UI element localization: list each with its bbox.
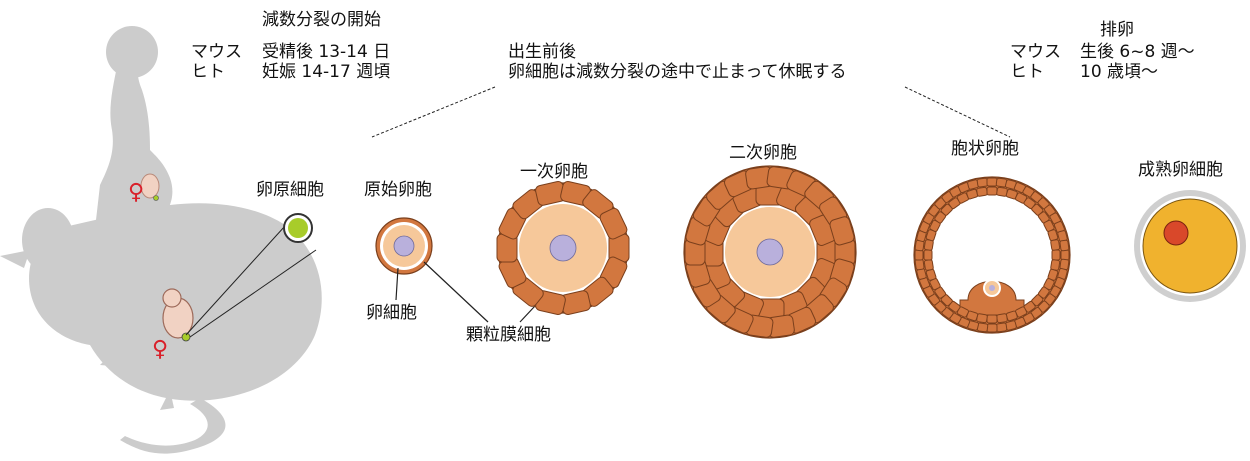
- birth-note-line2: 卵細胞は減数分裂の途中で止まって休眠する: [508, 62, 847, 82]
- ovulation-human-value: 10 歳頃〜: [1080, 62, 1159, 82]
- ovulation-mouse-label: マウス: [1010, 42, 1061, 62]
- stage-label-oogonium: 卵原細胞: [256, 180, 324, 200]
- antral-granulosa-cell: [996, 313, 1008, 324]
- ovulation-heading: 排卵: [1100, 20, 1134, 40]
- ovulation-human-label: ヒト: [1010, 62, 1044, 82]
- stage-label-primordial: 原始卵胞: [364, 180, 432, 200]
- stage-label-antral: 胞状卵胞: [951, 139, 1019, 159]
- embryo-in-woman: [140, 173, 160, 201]
- antral-granulosa-cell: [986, 177, 998, 187]
- antral-granulosa-cell: [914, 249, 924, 261]
- birth-note-line1: 出生前後: [508, 42, 576, 62]
- meiosis-human-value: 妊娠 14-17 週頃: [262, 62, 391, 82]
- antral-granulosa-cell: [986, 323, 998, 333]
- stage-label-mature: 成熟卵細胞: [1138, 160, 1223, 180]
- part-label-granulosa: 顆粒膜細胞: [466, 325, 551, 345]
- birth-note-dashed-lines: [371, 86, 1011, 138]
- meiosis-mouse-value: 受精後 13-14 日: [262, 42, 391, 62]
- mouse-silhouette: [0, 203, 322, 454]
- stage-label-primary: 一次卵胞: [520, 162, 588, 182]
- stage-label-secondary: 二次卵胞: [729, 143, 797, 163]
- primordial-follicle: [375, 217, 433, 275]
- meiosis-mouse-label: マウス: [191, 42, 242, 62]
- antral-granulosa-cell: [995, 322, 1008, 333]
- antral-granulosa-cell: [1051, 249, 1061, 261]
- antral-granulosa-cell: [1060, 249, 1070, 261]
- antral-granulosa-cell: [976, 186, 988, 197]
- antral-follicle: [913, 176, 1071, 334]
- antral-granulosa-cell: [986, 186, 998, 196]
- antral-granulosa-cell: [914, 258, 925, 271]
- mature-oocyte: [1134, 190, 1246, 302]
- antral-granulosa-cell: [1050, 239, 1061, 251]
- meiosis-human-label: ヒト: [191, 62, 225, 82]
- antral-granulosa-cell: [976, 177, 989, 188]
- part-label-oocyte: 卵細胞: [366, 303, 417, 323]
- meiosis-start-heading: 減数分裂の開始: [262, 10, 381, 30]
- oogonium-pointer-lines: [185, 225, 317, 338]
- ovulation-mouse-value: 生後 6~8 週〜: [1080, 42, 1195, 62]
- antral-granulosa-cell: [1059, 239, 1070, 252]
- antral-granulosa-cell: [986, 314, 998, 324]
- female-symbol-mouse: ♀: [152, 337, 169, 362]
- secondary-granulosa-cell: [829, 216, 855, 246]
- primary-granulosa-cell: [599, 207, 628, 240]
- antral-granulosa-cell: [923, 259, 934, 271]
- female-symbol-woman: ♀: [128, 180, 145, 205]
- antral-granulosa-cell: [923, 249, 933, 261]
- oogonium-cell: [283, 213, 313, 243]
